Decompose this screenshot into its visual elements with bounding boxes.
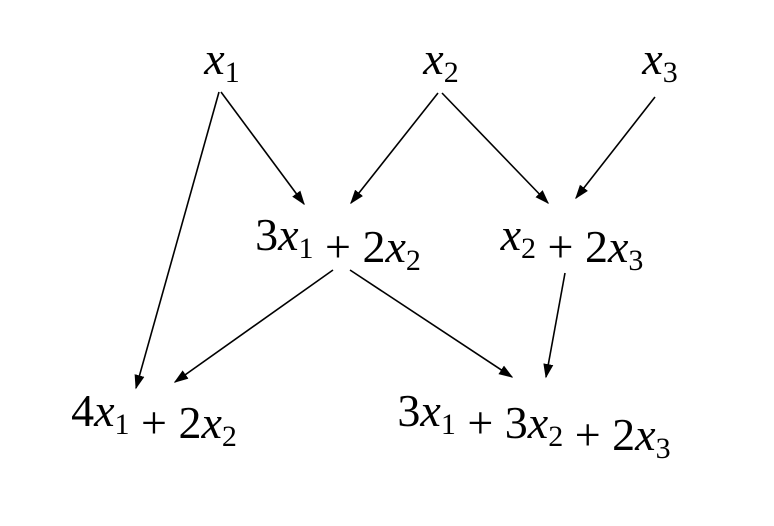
- edges: [134, 91, 656, 390]
- term-variable: x: [634, 409, 656, 460]
- term-variable: x: [200, 397, 222, 448]
- term-subscript: 1: [115, 408, 130, 441]
- term-coefficient: 2: [585, 221, 608, 272]
- term-subscript: 3: [628, 244, 643, 277]
- term-subscript: 2: [222, 420, 237, 453]
- term-coefficient: 3: [505, 397, 528, 448]
- node-n_x2_2x3: x2 + 2x3: [500, 209, 644, 277]
- edge-x3-to-n_x2_2x3: [575, 96, 656, 200]
- node-x1: x1: [203, 33, 239, 89]
- plus-operator: +: [563, 409, 612, 460]
- term-coefficient: 2: [178, 397, 201, 448]
- term-variable: x: [93, 385, 115, 436]
- term-subscript: 1: [441, 408, 456, 441]
- edge-n_x2_2x3-to-n_3x1_3x2_2x3: [543, 272, 566, 379]
- term-subscript: 3: [663, 56, 678, 89]
- term-coefficient: 2: [362, 221, 385, 272]
- plus-operator: +: [314, 221, 363, 272]
- term-coefficient: 3: [397, 385, 420, 436]
- term-subscript: 1: [299, 232, 314, 265]
- term-variable: x: [641, 33, 663, 84]
- node-x2: x2: [422, 33, 458, 89]
- edge-x1-to-n_3x1_2x2: [220, 91, 305, 206]
- term-subscript: 2: [406, 244, 421, 277]
- term-subscript: 3: [656, 432, 671, 465]
- plus-operator: +: [456, 397, 505, 448]
- plus-operator: +: [130, 397, 179, 448]
- node-n_3x1_3x2_2x3: 3x1 + 3x2 + 2x3: [397, 385, 670, 465]
- node-n_3x1_2x2: 3x1 + 2x2: [255, 209, 421, 277]
- term-variable: x: [607, 221, 629, 272]
- term-subscript: 2: [521, 232, 536, 265]
- edge-x1-to-n_4x1_2x2: [134, 91, 220, 390]
- term-coefficient: 4: [71, 385, 94, 436]
- plus-operator: +: [536, 221, 585, 272]
- term-coefficient: 2: [612, 409, 635, 460]
- edge-n_3x1_2x2-to-n_3x1_3x2_2x3: [349, 269, 514, 378]
- term-variable: x: [527, 397, 549, 448]
- edge-n_3x1_2x2-to-n_4x1_2x2: [173, 269, 334, 383]
- term-coefficient: 3: [255, 209, 278, 260]
- term-variable: x: [419, 385, 441, 436]
- term-subscript: 2: [548, 420, 563, 453]
- term-variable: x: [500, 209, 522, 260]
- term-subscript: 1: [225, 56, 240, 89]
- term-subscript: 2: [444, 56, 459, 89]
- node-n_4x1_2x2: 4x1 + 2x2: [71, 385, 237, 453]
- term-variable: x: [422, 33, 444, 84]
- term-variable: x: [277, 209, 299, 260]
- term-variable: x: [203, 33, 225, 84]
- term-variable: x: [384, 221, 406, 272]
- node-x3: x3: [641, 33, 677, 89]
- edge-x2-to-n_3x1_2x2: [350, 92, 439, 205]
- edge-x2-to-n_x2_2x3: [441, 92, 549, 205]
